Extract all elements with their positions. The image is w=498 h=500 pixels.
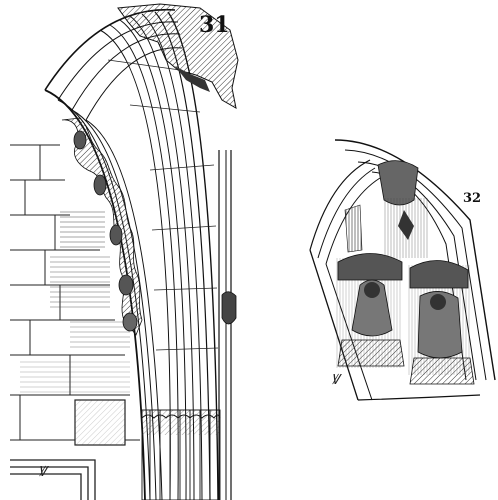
engraver-signature-32: Ꝟ — [331, 372, 340, 388]
figure-number-32: 32 — [463, 191, 482, 206]
figure-number-31: 31 — [199, 12, 230, 38]
detail-niche-left — [336, 253, 405, 368]
detail-upper-figure — [377, 160, 428, 258]
right-jamb — [218, 150, 232, 500]
corbel-head — [221, 291, 237, 325]
sculpture-band — [61, 117, 143, 336]
fragment-top — [117, 3, 239, 109]
detail-niche-right — [408, 260, 475, 385]
engraver-signature-31: Ꝟ — [38, 464, 47, 480]
